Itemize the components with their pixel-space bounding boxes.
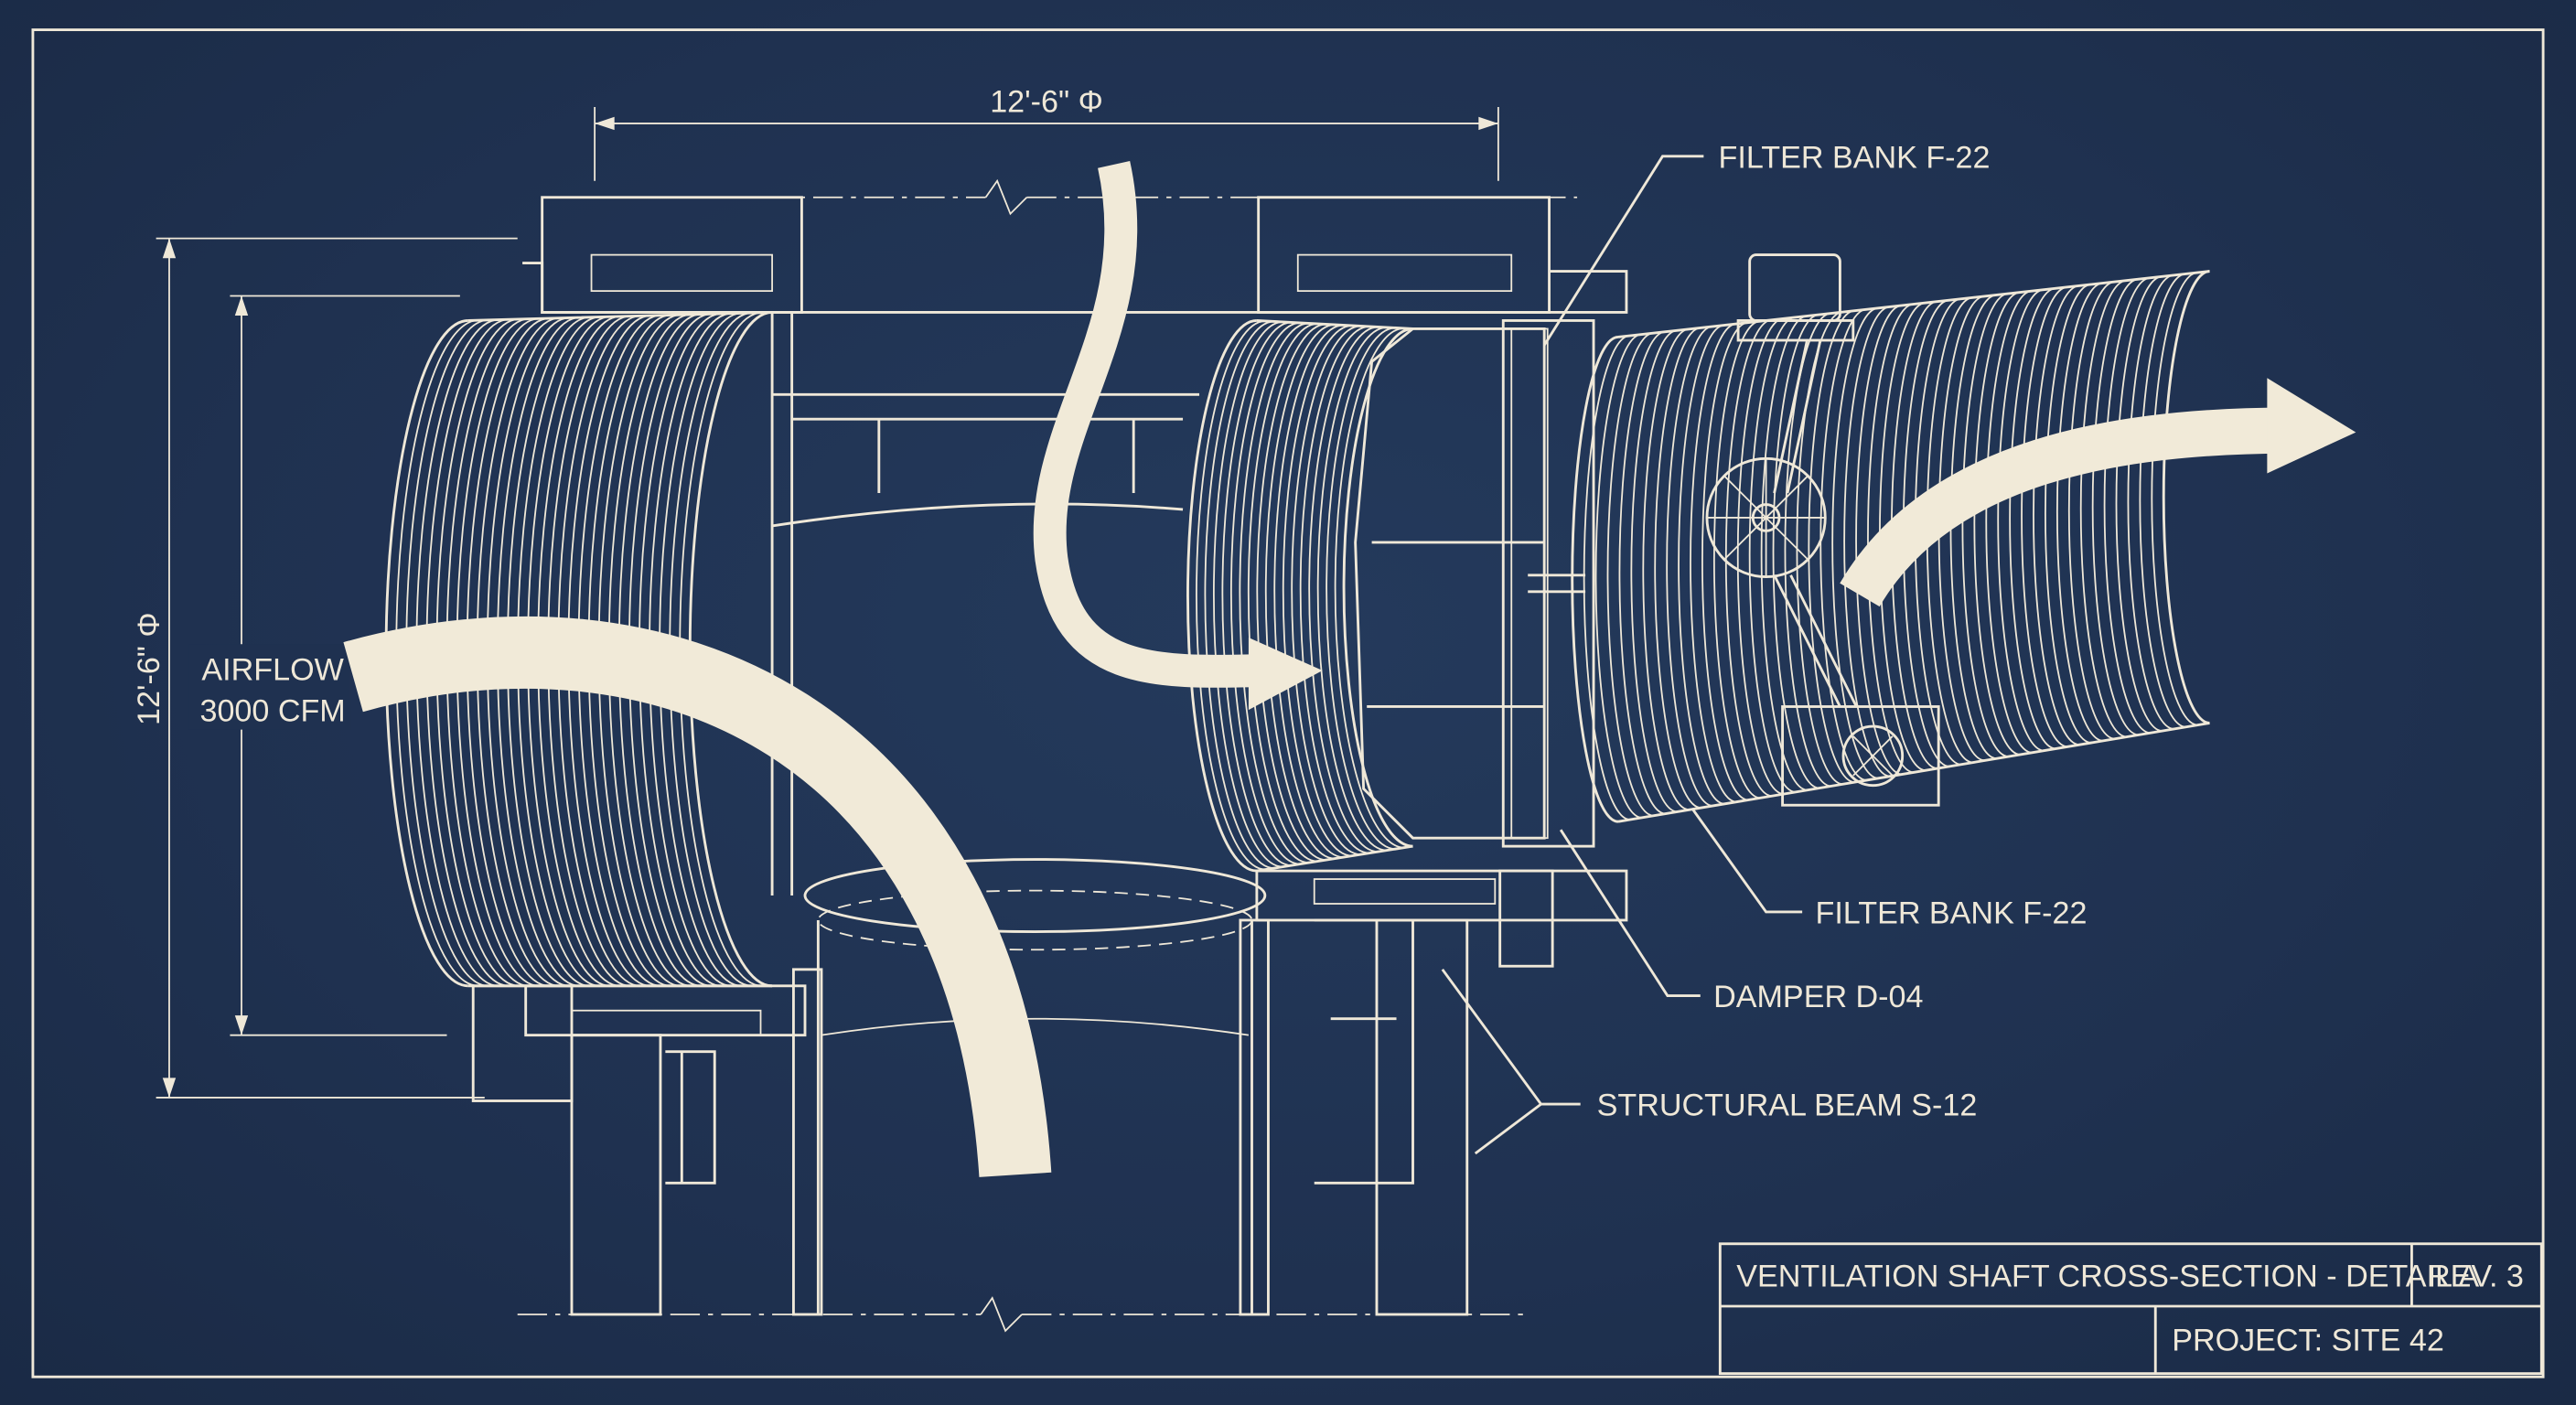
airflow-arrowhead-descend [1248, 638, 1323, 711]
duct-rib [1654, 327, 1701, 810]
duct-rib [1843, 306, 1891, 778]
duct-edge [467, 311, 773, 988]
duct-rib [1239, 322, 1309, 863]
revision-label: REV. 3 [2428, 1259, 2524, 1293]
duct-edge [1256, 319, 1413, 873]
duct-rib [1997, 288, 2045, 752]
callout-filter-bank-bottom: FILTER BANK F-22 [1815, 896, 2087, 931]
duct-rib [1831, 306, 1879, 779]
duct-rib [1808, 309, 1855, 783]
duct-rib [2079, 279, 2128, 738]
left-dimension-label: 12'-6" Φ [132, 612, 166, 725]
fan-assembly [1705, 253, 1940, 807]
duct-edge [1617, 270, 2210, 823]
duct-rib [1606, 332, 1654, 817]
duct-rib [1264, 324, 1336, 860]
center-plenum [770, 312, 1267, 1314]
duct-rib [1212, 321, 1283, 868]
airflow-arrow-descend [1033, 160, 1266, 688]
callout-structural-beam: STRUCTURAL BEAM S-12 [1597, 1089, 1978, 1123]
duct-rib [1571, 335, 1619, 823]
airflow-arrow-outlet [1840, 407, 2287, 607]
airflow-arrow-inlet [343, 616, 1052, 1177]
duct-rib [1283, 325, 1353, 857]
callout-damper: DAMPER D-04 [1713, 980, 1923, 1014]
duct-rib [1316, 327, 1388, 852]
airflow-arrows [343, 160, 2356, 1177]
duct-rib [1204, 320, 1274, 869]
filter-bank [1354, 319, 1595, 848]
duct-rib [2151, 272, 2198, 726]
drawing-title: VENTILATION SHAFT CROSS-SECTION - DETAIL… [1736, 1259, 2479, 1293]
duct-rib [1973, 291, 2021, 756]
duct-rib [1772, 314, 1819, 789]
duct-rib [2127, 273, 2174, 730]
duct-rib [1291, 325, 1361, 856]
duct-rib [1196, 320, 1266, 871]
duct-rib [1985, 290, 2033, 754]
duct-rib [2115, 275, 2163, 732]
duct-rib [1342, 327, 1413, 848]
duct-rib [1186, 319, 1257, 873]
duct-rib [2103, 276, 2151, 735]
airflow-cfm-label: 3000 CFM [199, 694, 345, 729]
flexible-duct [1571, 270, 2210, 823]
duct-rib [1961, 293, 2009, 757]
duct-rib [1334, 327, 1405, 849]
duct-rib [1618, 330, 1666, 815]
duct-rib [2067, 281, 2116, 740]
project-label: PROJECT: SITE 42 [2172, 1323, 2444, 1357]
duct-rib [1760, 315, 1808, 791]
left-dimension: 12'-6" Φ AIRFLOW 3000 CFM [132, 237, 518, 1099]
duct-rib [1630, 329, 1678, 813]
duct-rib [1273, 324, 1344, 859]
callouts: FILTER BANK F-22 FILTER BANK F-22 DAMPER… [1441, 140, 2087, 1155]
duct-rib [1583, 335, 1630, 820]
duct-rib [2139, 273, 2186, 728]
airflow-label: AIRFLOW [201, 653, 344, 688]
duct-rib [1247, 323, 1318, 863]
duct-rib [2033, 284, 2080, 746]
airflow-arrowhead-outlet [2267, 378, 2356, 474]
duct-rib [2045, 284, 2092, 744]
duct-rib [1819, 308, 1867, 781]
duct-rib [1867, 303, 1915, 774]
duct-rib [2055, 282, 2104, 742]
duct-rib [1229, 322, 1301, 865]
duct-rib [1748, 316, 1796, 793]
duct-rib [1690, 323, 1737, 803]
top-dimension: 12'-6" Φ [594, 84, 1499, 181]
duct-rib [2091, 278, 2139, 736]
duct-rib [1736, 317, 1785, 795]
title-block: VENTILATION SHAFT CROSS-SECTION - DETAIL… [1718, 1242, 2543, 1376]
duct-rib [1642, 327, 1690, 811]
duct-rib [2009, 287, 2056, 750]
duct-rib [1678, 324, 1725, 805]
structure [471, 196, 1628, 1316]
sheet-border [31, 28, 2545, 1378]
callout-filter-bank-top: FILTER BANK F-22 [1719, 140, 1991, 175]
duct-rib [1855, 305, 1903, 776]
duct-rib [1594, 333, 1642, 819]
duct-rib [1308, 326, 1379, 853]
duct-rib [2021, 285, 2068, 748]
duct-rib [1256, 323, 1326, 862]
duct-rib [1299, 326, 1370, 854]
duct-rib [1326, 327, 1396, 851]
duct-rib [1701, 321, 1749, 801]
right-duct-cylinder [1186, 319, 1413, 873]
top-dimension-label: 12'-6" Φ [990, 84, 1103, 119]
duct-rib [1221, 321, 1292, 866]
duct-rib [2162, 270, 2210, 724]
duct-rib [1712, 320, 1761, 799]
duct-rib [1666, 326, 1713, 807]
